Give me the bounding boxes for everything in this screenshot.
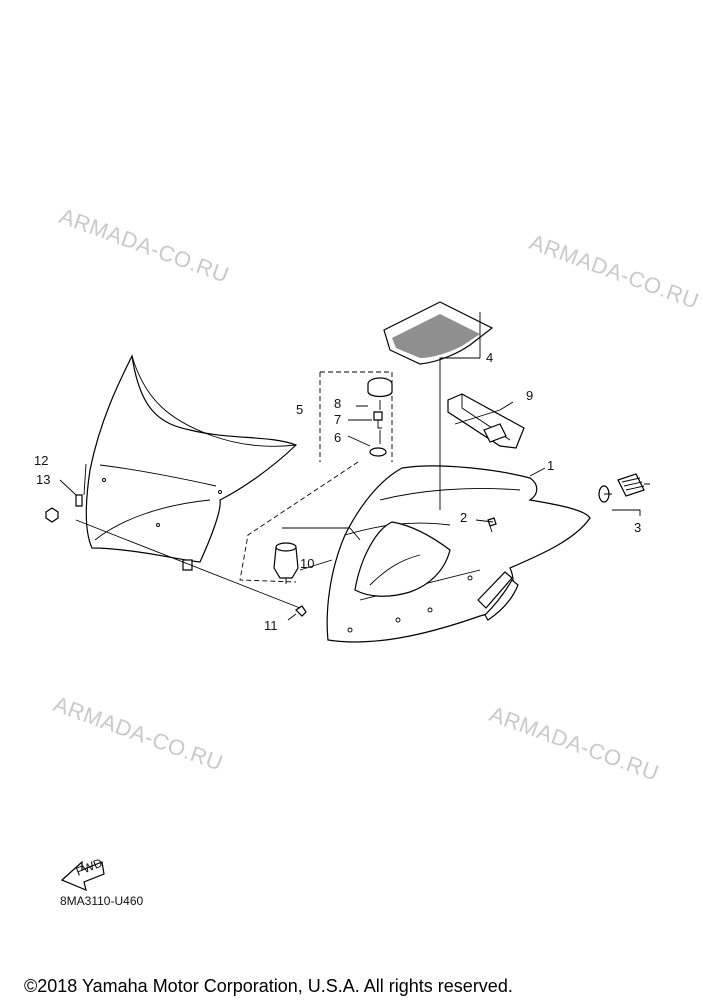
nut-part-11 (295, 605, 307, 617)
callout-1: 1 (547, 458, 554, 473)
lock-switch-part-10 (273, 542, 299, 584)
mesh-panel-part (383, 301, 494, 365)
front-cowling-part (326, 465, 591, 643)
callout-10: 10 (300, 556, 314, 571)
fwd-arrow-icon: FWD (60, 855, 105, 892)
watermark-1: ARMADA-CO.RU (56, 203, 232, 287)
grommet-part-3 (598, 473, 645, 503)
callout-2: 2 (460, 510, 467, 525)
callout-12: 12 (34, 453, 48, 468)
group-box-5 (319, 371, 393, 462)
meter-bracket-part (447, 393, 525, 449)
watermark-4: ARMADA-CO.RU (486, 701, 662, 785)
seal-part-6 (369, 447, 387, 457)
leader-lines (59, 312, 650, 621)
callout-8: 8 (334, 396, 341, 411)
diagram-code: 8MA3110-U460 (60, 894, 143, 908)
callout-3: 3 (634, 520, 641, 535)
watermark-2: ARMADA-CO.RU (526, 229, 702, 313)
callout-11: 11 (264, 618, 278, 633)
watermark-3: ARMADA-CO.RU (50, 691, 226, 775)
windshield-part (75, 354, 298, 571)
callout-9: 9 (526, 388, 533, 403)
callout-5: 5 (296, 402, 303, 417)
callout-4: 4 (486, 350, 493, 365)
callout-7: 7 (334, 412, 341, 427)
nut-part-13 (45, 507, 59, 523)
key-part-7 (373, 411, 383, 429)
callout-13: 13 (36, 472, 50, 487)
lock-cap-part-8 (367, 377, 393, 398)
group-box-lower (239, 461, 359, 583)
callout-6: 6 (334, 430, 341, 445)
copyright-text: ©2018 Yamaha Motor Corporation, U.S.A. A… (24, 976, 513, 996)
